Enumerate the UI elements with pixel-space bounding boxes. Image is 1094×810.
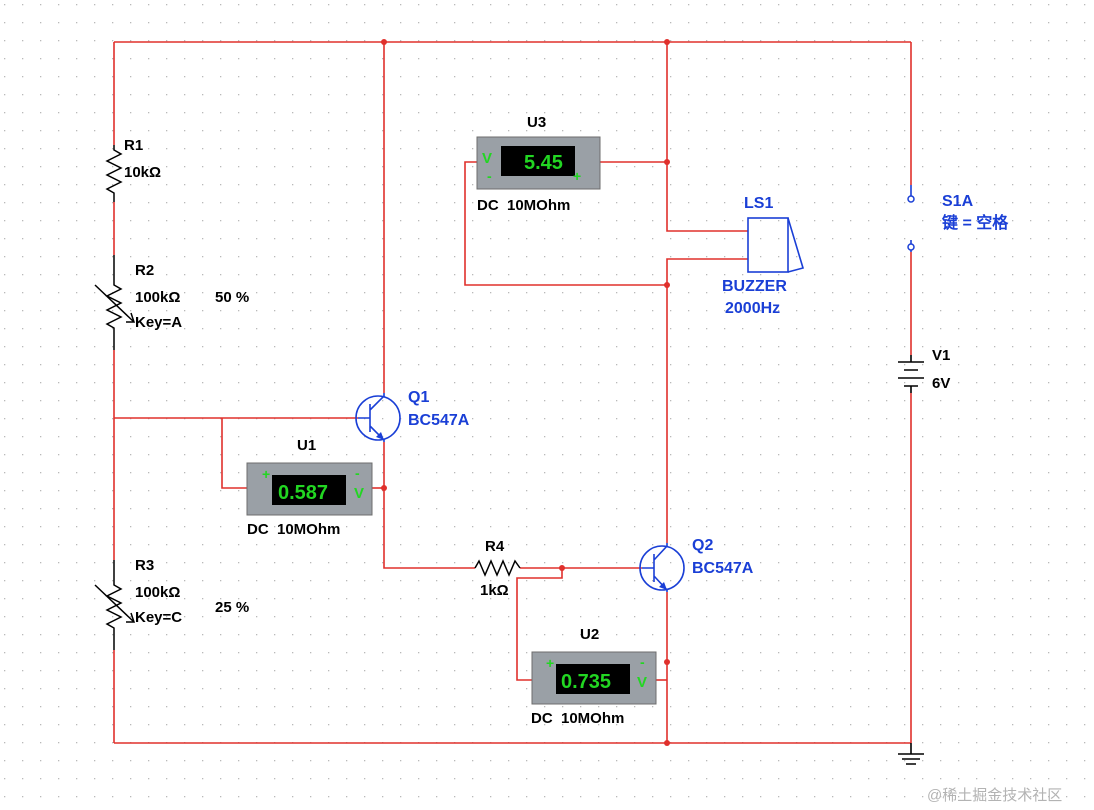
potentiometer-r3-arrow — [94, 584, 135, 623]
u1-ref-label: U1 — [297, 437, 316, 454]
r2-value-label: 100kΩ — [135, 289, 180, 306]
r1-ref-label: R1 — [124, 137, 143, 154]
transistor-q1-symbol — [358, 393, 385, 442]
u3-minus-terminal: - — [487, 168, 492, 184]
s1a-key-label: 键 = 空格 — [941, 213, 1009, 232]
transistor-q2[interactable]: Q2 BC547A — [639, 537, 754, 592]
u1-reading: 0.587 — [278, 482, 328, 504]
r3-percent-label: 25 % — [215, 599, 249, 616]
q2-model-label: BC547A — [692, 560, 754, 577]
r4-value-label: 1kΩ — [480, 582, 509, 599]
junctions — [381, 39, 670, 746]
u2-minus-terminal: - — [640, 654, 645, 670]
u2-reading: 0.735 — [561, 671, 611, 693]
r4-ref-label: R4 — [485, 538, 505, 555]
v1-ref-label: V1 — [932, 347, 950, 364]
transistor-q2-body — [639, 545, 685, 591]
u1-display — [272, 475, 346, 505]
u2-unit: V — [637, 674, 647, 691]
r2-key-label: Key=A — [135, 314, 182, 331]
buzzer-ls1-body — [747, 217, 789, 273]
s1a-ref-label: S1A — [942, 193, 974, 210]
u3-display — [501, 146, 575, 176]
resistor-r1[interactable]: R1 10kΩ — [105, 137, 161, 202]
u3-mode-label: DC 10MOhm — [477, 197, 570, 214]
potentiometer-r3-symbol — [105, 560, 123, 650]
u1-mode-label: DC 10MOhm — [247, 521, 340, 538]
r2-ref-label: R2 — [135, 262, 154, 279]
u1-minus-terminal: - — [355, 465, 360, 481]
wire-buzzer-top — [666, 42, 748, 232]
watermark-text: @稀土掘金技术社区 — [927, 787, 1062, 804]
u2-plus-terminal: + — [546, 655, 554, 671]
potentiometer-r2[interactable]: R2 100kΩ 50 % Key=A — [94, 255, 249, 350]
buzzer-ls1-horn — [787, 217, 805, 273]
potentiometer-r2-arrow — [94, 284, 135, 323]
q1-ref-label: Q1 — [408, 389, 429, 406]
q1-model-label: BC547A — [408, 412, 470, 429]
r3-ref-label: R3 — [135, 557, 154, 574]
potentiometer-r2-symbol — [105, 255, 123, 350]
u2-display — [556, 664, 630, 694]
resistor-r1-symbol — [105, 145, 123, 202]
battery-v1[interactable]: V1 6V — [898, 347, 950, 393]
ground-symbol — [898, 743, 924, 765]
wire-u1-plus — [221, 418, 247, 489]
u3-plus-terminal: + — [573, 168, 581, 184]
u3-ref-label: U3 — [527, 114, 546, 131]
ls1-freq-label: 2000Hz — [725, 300, 780, 317]
ls1-ref-label: LS1 — [744, 195, 773, 212]
u3-unit: V — [482, 150, 492, 167]
voltmeter-u3[interactable]: U3 5.45 V - + DC 10MOhm — [476, 114, 601, 214]
transistor-q1-body — [355, 395, 401, 441]
buzzer-ls1[interactable]: LS1 BUZZER 2000Hz — [722, 195, 805, 317]
r2-percent-label: 50 % — [215, 289, 249, 306]
transistor-q2-symbol — [642, 543, 668, 592]
voltmeter-u1[interactable]: U1 0.587 + - V DC 10MOhm — [246, 437, 373, 538]
battery-v1-symbol — [898, 355, 924, 393]
r3-value-label: 100kΩ — [135, 584, 180, 601]
wire-u3-minus — [464, 161, 667, 286]
transistor-q1[interactable]: Q1 BC547A — [355, 389, 470, 442]
wires — [113, 41, 912, 744]
r1-value-label: 10kΩ — [124, 164, 161, 181]
v1-value-label: 6V — [932, 375, 950, 392]
u3-reading: 5.45 — [524, 152, 563, 174]
q2-ref-label: Q2 — [692, 537, 713, 554]
r3-key-label: Key=C — [135, 609, 182, 626]
resistor-r4[interactable]: R4 1kΩ — [474, 538, 521, 599]
wire-q1-emitter — [383, 442, 475, 569]
u1-unit: V — [354, 485, 364, 502]
resistor-r4-symbol — [474, 559, 521, 577]
potentiometer-r3[interactable]: R3 100kΩ 25 % Key=C — [94, 557, 249, 650]
wire-u2-plus — [516, 568, 563, 681]
u1-plus-terminal: + — [262, 466, 270, 482]
ls1-type-label: BUZZER — [722, 278, 787, 295]
wire-q2-collector — [666, 258, 748, 543]
u2-mode-label: DC 10MOhm — [531, 710, 624, 727]
voltmeter-u2[interactable]: U2 0.735 + - V DC 10MOhm — [531, 626, 657, 727]
u2-ref-label: U2 — [580, 626, 599, 643]
switch-s1a[interactable]: S1A 键 = 空格 — [907, 185, 1009, 252]
